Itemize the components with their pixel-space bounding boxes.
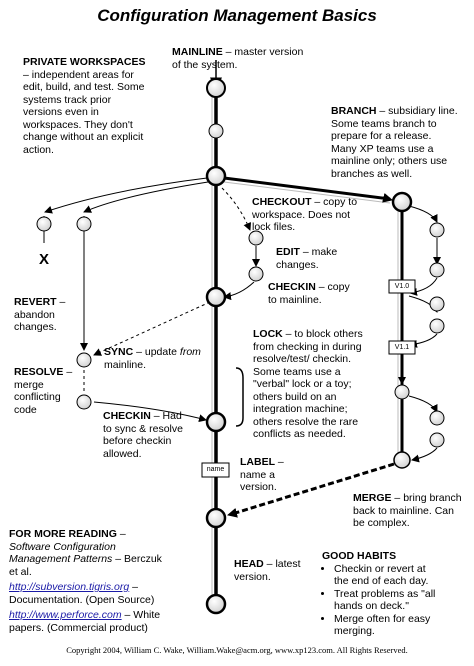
revert-term: REVERT — [14, 296, 57, 308]
edit-term: EDIT — [276, 246, 300, 258]
abandon-x-mark: X — [39, 251, 50, 268]
resolve-desc: – merge conflicting code — [14, 366, 73, 416]
checkout-note: CHECKOUT – copy to workspace. Does not l… — [252, 196, 364, 234]
reading-term: FOR MORE READING — [9, 528, 117, 540]
mainline-term: MAINLINE — [172, 46, 223, 58]
habits-section: GOOD HABITS Checkin or revert at the end… — [322, 550, 440, 638]
revert-note: REVERT – abandon changes. — [14, 296, 74, 334]
revert-desc: – abandon changes. — [14, 296, 66, 333]
checkout-desc: – copy to workspace. Does not lock files… — [252, 196, 358, 233]
copyright-footer: Copyright 2004, William C. Wake, William… — [66, 645, 408, 655]
habit-item: Checkin or revert at the end of each day… — [334, 563, 440, 588]
habits-term: GOOD HABITS — [322, 550, 397, 562]
mainline-note: MAINLINE – master version of the system. — [172, 46, 312, 71]
checkin-top-desc: – copy to mainline. — [268, 281, 350, 306]
resolve-note: RESOLVE – merge conflicting code — [14, 366, 76, 416]
edit-note: EDIT – make changes. — [276, 246, 354, 271]
label-term: LABEL — [240, 456, 275, 468]
head-desc: – latest version. — [234, 558, 301, 583]
checkin-top-note: CHECKIN – copy to mainline. — [268, 281, 352, 306]
subversion-link[interactable]: http://subversion.tigris.org — [9, 581, 130, 593]
version-tag-v11: V1.1 — [394, 344, 410, 351]
version-tag-v10: V1.0 — [394, 283, 410, 290]
reading-book-author: – Berczuk et al. — [9, 553, 162, 578]
resolve-term: RESOLVE — [14, 366, 64, 378]
label-note: LABEL – name a version. — [240, 456, 304, 494]
mainline-desc: – master version of the system. — [172, 46, 304, 71]
lock-term: LOCK — [253, 328, 283, 340]
head-term: HEAD — [234, 558, 264, 570]
private-workspaces-note: PRIVATE WORKSPACES – independent areas f… — [23, 56, 151, 156]
lock-desc: – to block others from checking in durin… — [253, 328, 363, 440]
perforce-link-desc: – White papers. (Commercial product) — [9, 609, 161, 634]
branch-desc: – subsidiary line. Some teams branch to … — [331, 105, 458, 180]
merge-arrow — [227, 462, 395, 518]
lock-note: LOCK – to block others from checking in … — [253, 328, 365, 441]
perforce-link[interactable]: http://www.perforce.com — [9, 609, 122, 621]
habit-item: Merge often for easy merging. — [334, 613, 440, 638]
sync-desc-prefix: – update — [133, 346, 180, 358]
habit-item: Treat problems as "all hands on deck." — [334, 588, 440, 613]
reading-section: FOR MORE READING – Software Configuratio… — [9, 528, 171, 634]
merge-note: MERGE – bring branch back to mainline. C… — [353, 492, 465, 530]
checkout-term: CHECKOUT — [252, 196, 312, 208]
page-title: Configuration Management Basics — [97, 6, 377, 25]
sync-term: SYNC — [104, 346, 134, 358]
merge-term: MERGE — [353, 492, 392, 504]
sync-note: SYNC – update from mainline. — [104, 346, 212, 371]
subversion-link-desc: – Documentation. (Open Source) — [9, 581, 155, 606]
checkin-bottom-desc: – Had to sync & resolve before checkin a… — [103, 410, 183, 460]
private-desc: – independent areas for edit, build, and… — [23, 68, 145, 156]
label-desc: – name a version. — [240, 456, 284, 493]
version-nodes — [36, 78, 445, 615]
sync-desc-suffix: mainline. — [104, 358, 147, 371]
checkin-bottom-term: CHECKIN — [103, 410, 151, 422]
head-note: HEAD – latest version. — [234, 558, 308, 583]
edit-desc: – make changes. — [276, 246, 338, 271]
merge-desc: – bring branch back to mainline. Can be … — [353, 492, 462, 529]
reading-book: Software Configuration Management Patter… — [9, 540, 116, 566]
label-name-box: name — [206, 466, 225, 473]
checkin-bottom-note: CHECKIN – Had to sync & resolve before c… — [103, 410, 191, 460]
sync-desc-italic: from — [179, 346, 201, 358]
reading-dash: – — [116, 528, 126, 540]
checkin-top-term: CHECKIN — [268, 281, 316, 293]
version-tag-boxes — [201, 279, 416, 478]
branch-term: BRANCH — [331, 105, 377, 117]
private-term: PRIVATE WORKSPACES — [23, 56, 146, 68]
habits-list: Checkin or revert at the end of each day… — [322, 563, 440, 638]
branch-note: BRANCH – subsidiary line. Some teams bra… — [331, 105, 459, 180]
